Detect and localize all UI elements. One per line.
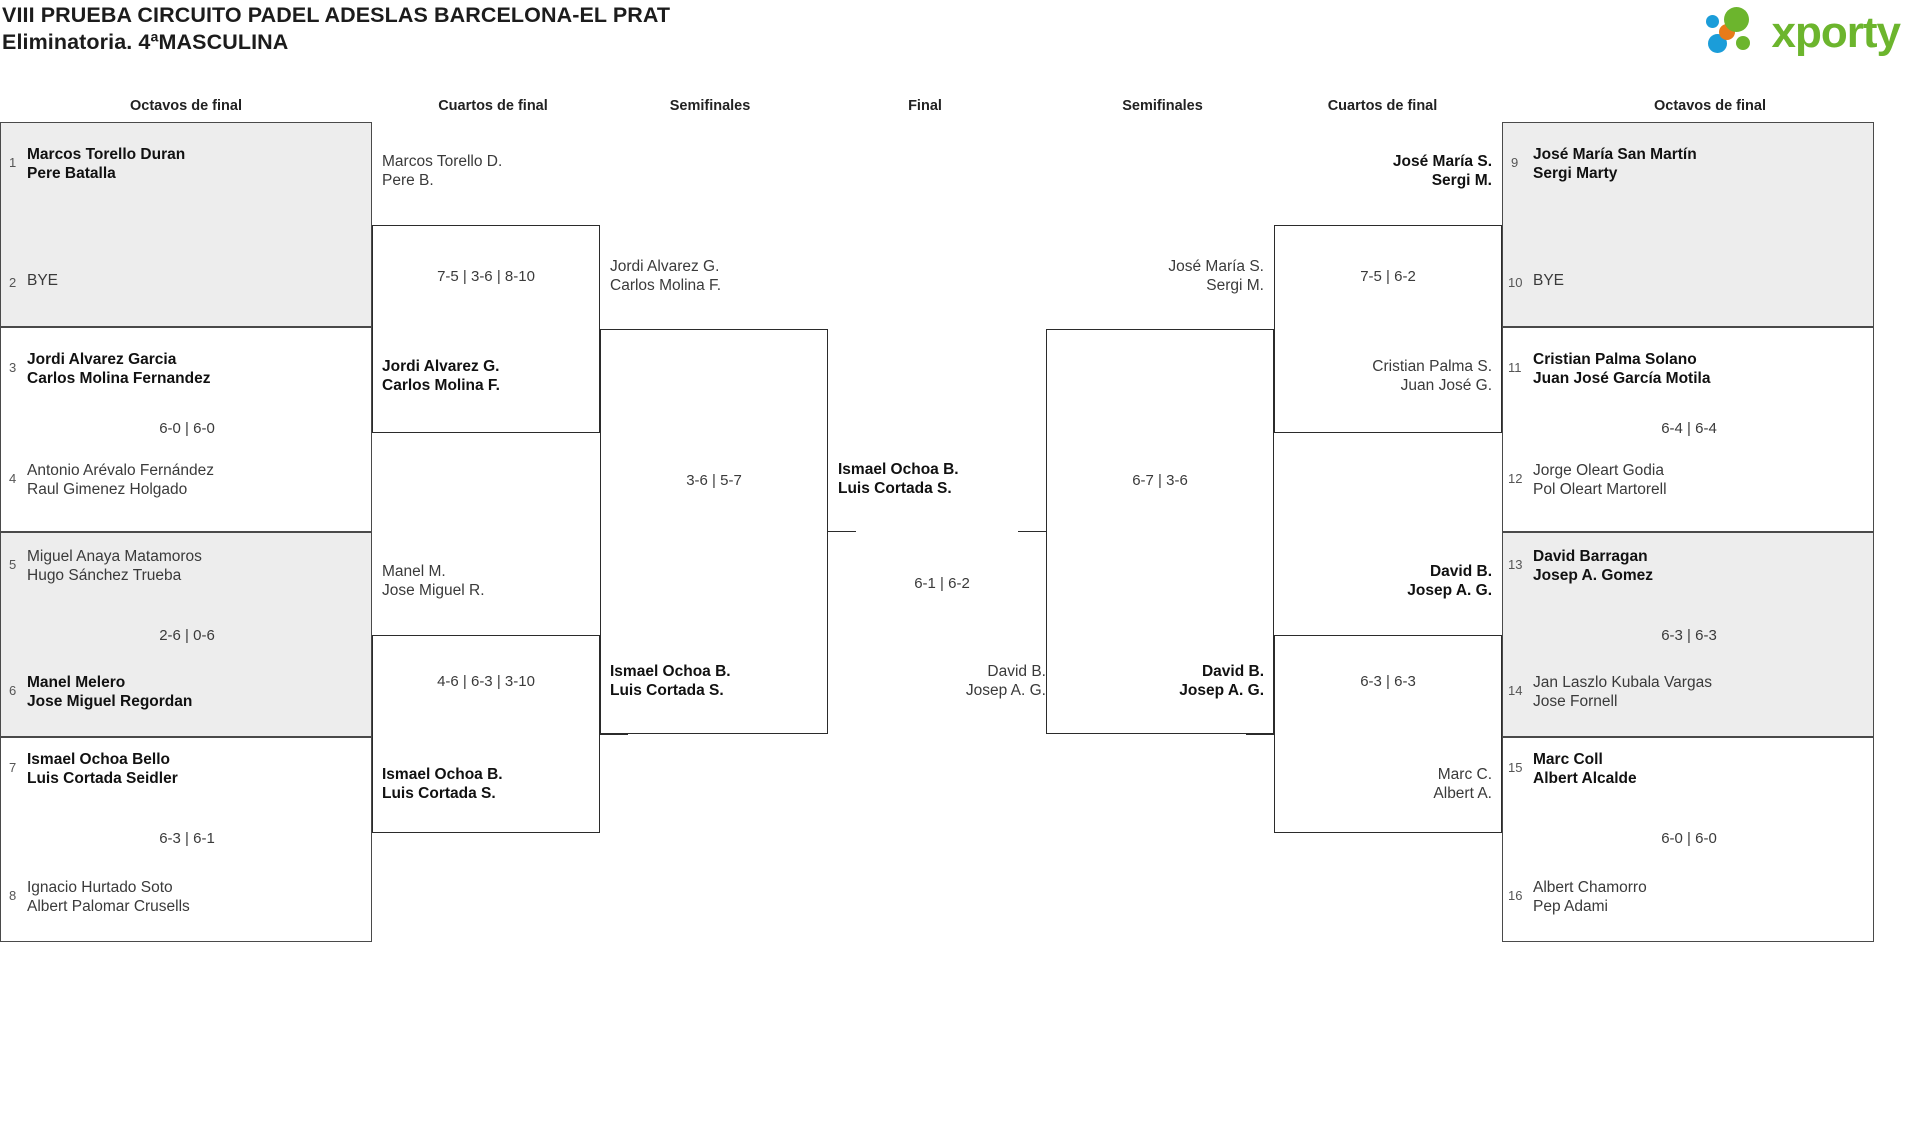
team-entry: Jordi Alvarez Garcia Carlos Molina Ferna… (27, 351, 211, 387)
seed-number: 16 (1508, 888, 1523, 903)
connector-line (1018, 531, 1046, 532)
match-score: 6-3 | 6-3 (1360, 673, 1416, 690)
team-entry-cuartos-left-3: Manel M. Jose Miguel R. (382, 563, 485, 599)
seed-number: 5 (9, 557, 17, 572)
team-entry: Marc Coll Albert Alcalde (1533, 751, 1637, 787)
seed-box-1-2[interactable]: 1 Marcos Torello Duran Pere Batalla 2 BY… (0, 122, 372, 327)
team-entry-semis-right-2: David B. Josep A. G. (1179, 663, 1264, 699)
match-box-cuartos-right-1[interactable] (1274, 225, 1502, 433)
seed-number: 9 (1511, 155, 1519, 170)
seed-number: 1 (9, 155, 17, 170)
seed-number: 6 (9, 683, 17, 698)
seed-box-9-10[interactable]: 9 José María San Martín Sergi Marty 10 B… (1502, 122, 1874, 327)
connector-line (828, 531, 856, 532)
seed-number: 4 (9, 471, 17, 486)
round-header-final: Final (908, 98, 942, 114)
seed-number: 2 (9, 275, 17, 290)
round-header-octavos-right: Octavos de final (1653, 98, 1766, 114)
match-score: 6-4 | 6-4 (1661, 420, 1717, 437)
seed-box-7-8[interactable]: 7 Ismael Ochoa Bello Luis Cortada Seidle… (0, 737, 372, 942)
team-entry: Jan Laszlo Kubala Vargas Jose Fornell (1533, 674, 1712, 710)
seed-box-3-4[interactable]: 3 Jordi Alvarez Garcia Carlos Molina Fer… (0, 327, 372, 532)
seed-number: 13 (1508, 557, 1523, 572)
round-header-octavos-left: Octavos de final (129, 98, 242, 114)
team-entry: Ismael Ochoa Bello Luis Cortada Seidler (27, 751, 178, 787)
team-entry-cuartos-right-4: Marc C. Albert A. (1433, 766, 1492, 802)
team-entry: Cristian Palma Solano Juan José García M… (1533, 351, 1711, 387)
team-entry: Jorge Oleart Godia Pol Oleart Martorell (1533, 462, 1667, 498)
seed-box-5-6[interactable]: 5 Miguel Anaya Matamoros Hugo Sánchez Tr… (0, 532, 372, 737)
seed-number: 8 (9, 888, 17, 903)
team-entry-cuartos-right-2: Cristian Palma S. Juan José G. (1372, 358, 1492, 394)
match-score: 3-6 | 5-7 (686, 472, 742, 489)
match-score: 7-5 | 6-2 (1360, 268, 1416, 285)
round-header-semifinales-left: Semifinales (669, 98, 751, 114)
team-entry: José María San Martín Sergi Marty (1533, 146, 1697, 182)
team-entry: Manel Melero Jose Miguel Regordan (27, 674, 193, 710)
seed-number: 14 (1508, 683, 1523, 698)
round-header-cuartos-left: Cuartos de final (438, 98, 548, 114)
match-score: 6-0 | 6-0 (1661, 830, 1717, 847)
seed-number: 12 (1508, 471, 1523, 486)
team-entry: Antonio Arévalo Fernández Raul Gimenez H… (27, 462, 214, 498)
seed-number: 10 (1508, 275, 1523, 290)
team-entry-cuartos-right-1: José María S. Sergi M. (1392, 153, 1492, 189)
connector-line (600, 734, 628, 735)
round-header-cuartos-right: Cuartos de final (1327, 98, 1438, 114)
match-score: 6-3 | 6-3 (1661, 627, 1717, 644)
team-entry-semis-left-2: Ismael Ochoa B. Luis Cortada S. (610, 663, 731, 699)
team-entry-final-bottom: David B. Josep A. G. (965, 663, 1046, 699)
team-entry-cuartos-right-3: David B. Josep A. G. (1407, 563, 1492, 599)
team-entry: Albert Chamorro Pep Adami (1533, 879, 1647, 915)
team-entry-semis-right-1: José María S. Sergi M. (1168, 258, 1264, 294)
team-entry: David Barragan Josep A. Gomez (1533, 548, 1654, 584)
match-score: 6-3 | 6-1 (159, 830, 215, 847)
page-title: VIII PRUEBA CIRCUITO PADEL ADESLAS BARCE… (2, 2, 670, 56)
match-box-cuartos-left-1[interactable] (372, 225, 600, 433)
match-box-cuartos-left-2[interactable] (372, 635, 600, 833)
match-score-final: 6-1 | 6-2 (914, 575, 970, 592)
team-entry: Ignacio Hurtado Soto Albert Palomar Crus… (27, 879, 190, 915)
connector-line (1246, 329, 1274, 330)
match-box-semis-left[interactable] (600, 329, 828, 734)
tournament-subtitle: Eliminatoria. 4ªMASCULINA (2, 30, 289, 54)
round-header-semifinales-right: Semifinales (1122, 98, 1203, 114)
seed-number: 11 (1508, 360, 1522, 375)
seed-number: 3 (9, 360, 17, 375)
seed-box-11-12[interactable]: 11 Cristian Palma Solano Juan José Garcí… (1502, 327, 1874, 532)
match-box-semis-right[interactable] (1046, 329, 1274, 734)
team-entry-cuartos-left-2: Jordi Alvarez G. Carlos Molina F. (382, 358, 500, 394)
team-entry: BYE (1533, 272, 1565, 289)
seed-number: 7 (9, 760, 17, 775)
team-entry-semis-left-1: Jordi Alvarez G. Carlos Molina F. (610, 258, 722, 294)
seed-box-15-16[interactable]: 15 Marc Coll Albert Alcalde 6-0 | 6-0 16… (1502, 737, 1874, 942)
match-score: 6-7 | 3-6 (1132, 472, 1188, 489)
match-score: 7-5 | 3-6 | 8-10 (437, 268, 535, 285)
team-entry: Marcos Torello Duran Pere Batalla (27, 146, 186, 182)
logo-wordmark: xporty (1771, 8, 1901, 57)
team-entry: BYE (27, 272, 59, 289)
logo-dots-icon (1705, 7, 1766, 59)
xporty-logo[interactable]: xporty (1705, 6, 1901, 60)
match-score: 6-0 | 6-0 (159, 420, 215, 437)
seed-box-13-14[interactable]: 13 David Barragan Josep A. Gomez 6-3 | 6… (1502, 532, 1874, 737)
match-box-cuartos-right-2[interactable] (1274, 635, 1502, 833)
seed-number: 15 (1508, 760, 1523, 775)
connector-line (1246, 734, 1274, 735)
team-entry-cuartos-left-1: Marcos Torello D. Pere B. (382, 153, 503, 189)
team-entry-cuartos-left-4: Ismael Ochoa B. Luis Cortada S. (382, 766, 503, 802)
team-entry-final-top: Ismael Ochoa B. Luis Cortada S. (838, 461, 959, 497)
match-score: 2-6 | 0-6 (159, 627, 215, 644)
tournament-title: VIII PRUEBA CIRCUITO PADEL ADESLAS BARCE… (2, 3, 671, 27)
team-entry: Miguel Anaya Matamoros Hugo Sánchez True… (27, 548, 202, 584)
match-score: 4-6 | 6-3 | 3-10 (437, 673, 535, 690)
